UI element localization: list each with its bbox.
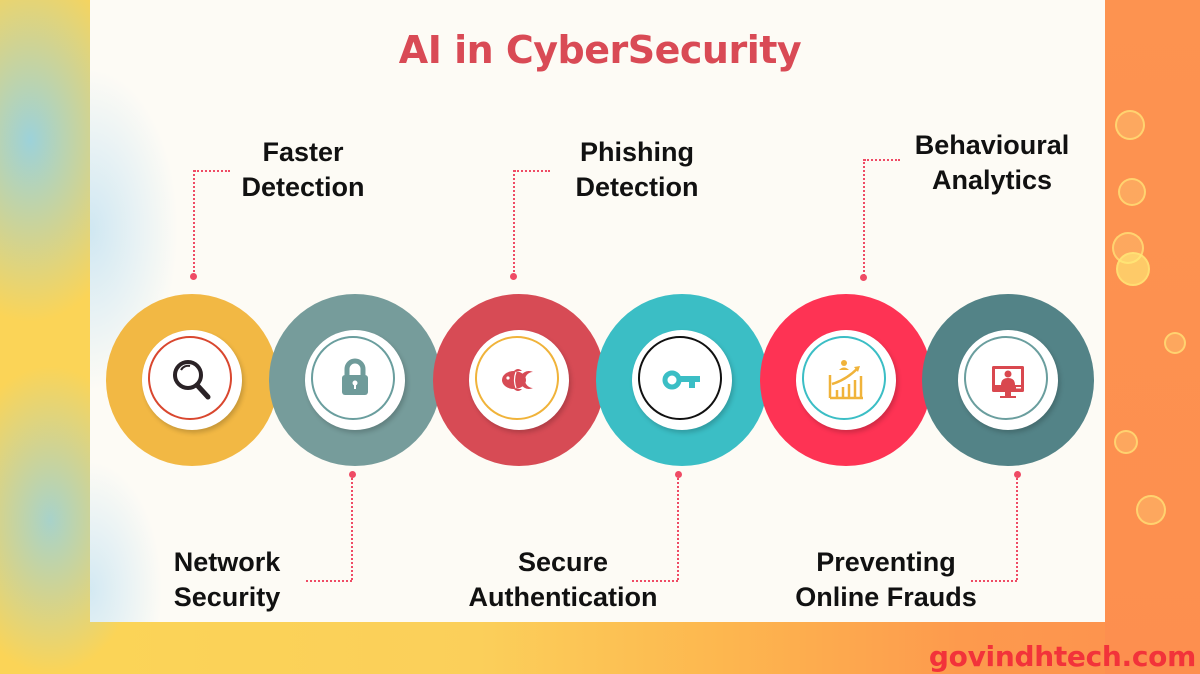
label-line: Behavioural — [914, 130, 1070, 160]
bokeh-decoration — [1116, 252, 1150, 286]
connector-line — [514, 170, 550, 172]
connector-line — [193, 170, 195, 276]
circle-network-security — [269, 294, 441, 466]
circle-inner — [469, 330, 569, 430]
bokeh-decoration — [1164, 332, 1186, 354]
magnifying-glass-icon — [173, 360, 211, 400]
label-faster-detection: Faster Detection — [203, 135, 403, 205]
fish-icon — [502, 369, 533, 391]
connector-line — [351, 474, 353, 580]
label-network-security: Network Security — [127, 545, 327, 615]
connector-dot — [860, 274, 867, 281]
label-line: Faster — [262, 137, 344, 167]
circle-ring — [148, 336, 232, 420]
connector-line — [863, 159, 865, 276]
connector-line — [1016, 474, 1018, 580]
website-watermark: govindhtech.com — [928, 640, 1196, 673]
label-line: Analytics — [931, 165, 1053, 195]
connector-dot — [510, 273, 517, 280]
circle-ring — [802, 336, 886, 420]
bokeh-decoration — [1136, 495, 1166, 525]
connector-line — [971, 580, 1017, 582]
label-line: Phishing — [580, 137, 694, 167]
circle-inner — [305, 330, 405, 430]
label-line: Detection — [241, 172, 365, 202]
circle-inner — [958, 330, 1058, 430]
circle-preventing-online-frauds — [922, 294, 1094, 466]
label-line: Online Frauds — [795, 582, 977, 612]
connector-line — [864, 159, 900, 161]
circle-phishing-detection — [433, 294, 605, 466]
connector-dot — [190, 273, 197, 280]
label-line: Detection — [575, 172, 699, 202]
label-phishing-detection: Phishing Detection — [537, 135, 737, 205]
content-panel — [90, 0, 1105, 622]
analytics-chart-icon — [828, 360, 863, 400]
connector-line — [632, 580, 678, 582]
label-line: Secure — [517, 547, 609, 577]
circle-inner — [796, 330, 896, 430]
label-preventing-online-frauds: Preventing Online Frauds — [766, 545, 1006, 615]
label-line: Authentication — [468, 582, 658, 612]
circle-ring — [475, 336, 559, 420]
key-icon — [662, 370, 700, 390]
background-right — [1105, 0, 1200, 674]
connector-line — [306, 580, 352, 582]
label-line: Security — [173, 582, 281, 612]
circle-ring — [638, 336, 722, 420]
circle-ring — [964, 336, 1048, 420]
label-behavioural-analytics: Behavioural Analytics — [892, 128, 1092, 198]
circle-ring — [311, 336, 395, 420]
bokeh-decoration — [1115, 110, 1145, 140]
circle-secure-authentication — [596, 294, 768, 466]
padlock-icon — [342, 358, 368, 395]
connector-line — [513, 170, 515, 276]
label-secure-authentication: Secure Authentication — [443, 545, 683, 615]
circle-inner — [632, 330, 732, 430]
monitor-user-icon — [992, 366, 1024, 398]
label-line: Preventing — [816, 547, 956, 577]
label-line: Network — [173, 547, 281, 577]
page-title: AI in CyberSecurity — [398, 28, 802, 72]
connector-line — [677, 474, 679, 580]
circle-inner — [142, 330, 242, 430]
circle-faster-detection — [106, 294, 278, 466]
circle-behavioural-analytics — [760, 294, 932, 466]
connector-line — [194, 170, 230, 172]
bokeh-decoration — [1118, 178, 1146, 206]
bokeh-decoration — [1114, 430, 1138, 454]
